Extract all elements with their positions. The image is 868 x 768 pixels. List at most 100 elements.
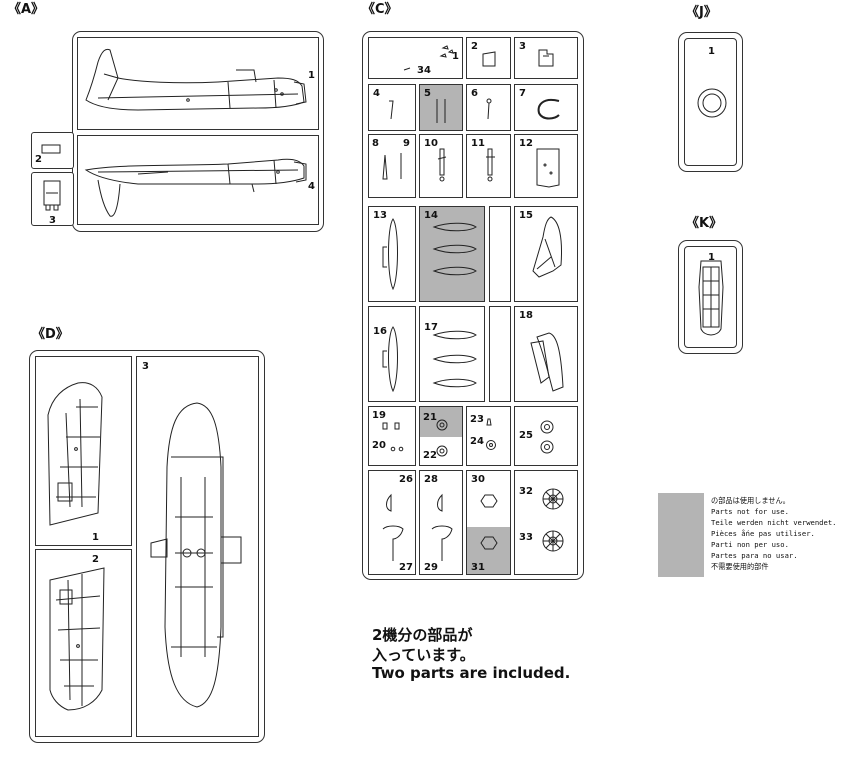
- legend-it: Parti non per uso.: [711, 540, 789, 549]
- part-c23-c24-cell: 23 24: [466, 406, 511, 466]
- rods-c5-drawing: [420, 85, 464, 132]
- part-c12-cell: 12: [514, 134, 578, 198]
- note-jp-line2: 入っています。: [372, 646, 475, 664]
- part-c16-label: 16: [373, 326, 387, 337]
- part-c27-label: 27: [399, 562, 413, 573]
- gear-doors-c26-c27-drawing: [369, 471, 417, 576]
- part-c4-label: 4: [373, 88, 380, 99]
- small-bits-c19-c20-drawing: [369, 407, 417, 467]
- part-c10-label: 10: [424, 138, 438, 149]
- part-c2-cell: 2: [466, 37, 511, 79]
- engines-c32-c33-drawing: [515, 471, 579, 576]
- part-c8-label: 8: [372, 138, 379, 149]
- part-c3-cell: 3: [514, 37, 578, 79]
- part-c12-label: 12: [519, 138, 533, 149]
- wheels-c21-c22-drawing: [420, 407, 464, 467]
- part-a3-label: 3: [49, 215, 56, 226]
- gear-doors-c28-c29-drawing: [420, 471, 464, 576]
- part-d1-cell: 1: [35, 356, 132, 546]
- part-c13-label: 13: [373, 210, 387, 221]
- hubs-c23-c24-drawing: [467, 407, 512, 467]
- cowling-j1-drawing: [685, 39, 738, 167]
- part-c22-label: 22: [423, 450, 437, 461]
- part-c34-label: 34: [417, 65, 431, 76]
- gear-leg-c10-drawing: [420, 135, 464, 199]
- drop-tank-half-c13-drawing: [369, 207, 417, 303]
- part-c31-label: 31: [471, 562, 485, 573]
- part-c17-label: 17: [424, 322, 438, 333]
- legend-es: Partes para no usar.: [711, 551, 798, 560]
- part-c2-label: 2: [471, 41, 478, 52]
- part-c15-cell: 15: [514, 206, 578, 302]
- part-c15-label: 15: [519, 210, 533, 221]
- wing-upper-d1-drawing: [36, 357, 133, 547]
- part-c6-cell: 6: [466, 84, 511, 131]
- part-c7-cell: 7: [514, 84, 578, 131]
- gear-leg-c11-drawing: [467, 135, 512, 199]
- legend-en: Parts not for use.: [711, 507, 789, 516]
- section-d-title: 《D》: [32, 327, 69, 342]
- part-k1-label: 1: [708, 252, 715, 263]
- part-c28-label: 28: [424, 474, 438, 485]
- part-c33-label: 33: [519, 532, 533, 543]
- part-c11-cell: 11: [466, 134, 511, 198]
- legend-de: Teile werden nicht verwendet.: [711, 518, 837, 527]
- part-c5-label: 5: [424, 88, 431, 99]
- part-a2-label: 2: [35, 154, 42, 165]
- part-c25-cell: 25: [514, 406, 578, 466]
- section-k-title: 《K》: [686, 216, 723, 231]
- part-k1-cell: 1: [684, 246, 737, 348]
- small-plate-a2-drawing: [32, 133, 75, 170]
- part-c18-cell: 18: [514, 306, 578, 402]
- part-a3-cell: 3: [31, 172, 74, 226]
- part-c1-c34-cell: 1 34: [368, 37, 463, 79]
- legend-zh: 不需要使用的部件: [711, 562, 769, 571]
- small-tabs-drawing: [369, 38, 464, 80]
- section-c-title: 《C》: [362, 2, 398, 17]
- legend-fr: Pièces ǻne pas utiliser.: [711, 529, 815, 538]
- part-c16-cell: 16: [368, 306, 416, 402]
- part-j1-label: 1: [708, 46, 715, 57]
- section-a-title: 《A》: [8, 2, 45, 17]
- propeller-blades-c17-drawing: [420, 307, 486, 403]
- u-bracket-c7-drawing: [515, 85, 579, 132]
- section-j-title: 《J》: [686, 5, 717, 20]
- wheels-c25-drawing: [515, 407, 579, 467]
- part-c19-label: 19: [372, 410, 386, 421]
- part-c13-cell: 13: [368, 206, 416, 302]
- part-a4-label: 4: [308, 181, 315, 192]
- fuselage-half-2-drawing: [78, 136, 320, 226]
- part-j1-cell: 1: [684, 38, 737, 166]
- part-c14-label: 14: [424, 210, 438, 221]
- wing-lower-d3-drawing: [137, 357, 260, 738]
- wing-upper-d2-drawing: [36, 550, 133, 738]
- part-d1-label: 1: [92, 532, 99, 543]
- part-c14-cell: 14: [419, 206, 485, 302]
- part-a1-label: 1: [308, 70, 315, 81]
- part-c3-label: 3: [519, 41, 526, 52]
- part-c32-c33-cell: 32 33: [514, 470, 578, 575]
- part-c21-c22-cell: 21 22: [419, 406, 463, 466]
- part-c4-cell: 4: [368, 84, 416, 131]
- part-c9-label: 9: [403, 138, 410, 149]
- part-c10-cell: 10: [419, 134, 463, 198]
- part-c18-label: 18: [519, 310, 533, 321]
- rod-c4-drawing: [369, 85, 417, 132]
- block-c2-drawing: [467, 38, 512, 80]
- part-c21-label: 21: [423, 412, 437, 423]
- propeller-blades-c14-drawing: [420, 207, 486, 303]
- part-a2-cell: 2: [31, 132, 74, 169]
- sprue-runner-c14: [489, 206, 511, 302]
- cowl-rings-c30-c31-drawing: [467, 471, 512, 576]
- gear-door-c12-drawing: [515, 135, 579, 199]
- canopy-k1-drawing: [685, 247, 738, 349]
- part-c25-label: 25: [519, 430, 533, 441]
- part-c17-cell: 17: [419, 306, 485, 402]
- part-d3-label: 3: [142, 361, 149, 372]
- bracket-c3-drawing: [515, 38, 579, 80]
- part-c28-c29-cell: 28 29: [419, 470, 463, 575]
- part-c26-label: 26: [399, 474, 413, 485]
- fuselage-half-1-drawing: [78, 38, 320, 131]
- sprue-runner-c17: [489, 306, 511, 402]
- legend-jp: の部品は使用しません。: [711, 496, 790, 505]
